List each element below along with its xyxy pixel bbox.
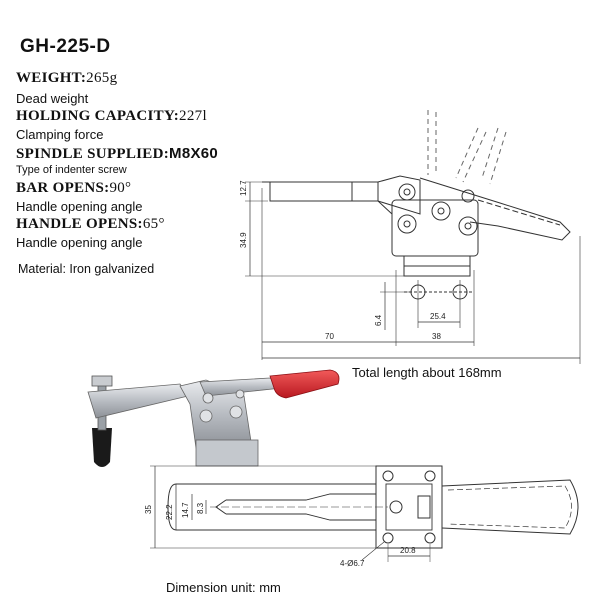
dim-14-7: 14.7 [181,502,190,518]
spindle-value: M8X60 [169,145,219,162]
handle-heading: HANDLE OPENS:65° [16,216,165,233]
handle-value: 65° [142,216,165,232]
dim-6-4: 6.4 [374,314,383,326]
weight-value: 265g [86,70,118,86]
dim-8-3: 8.3 [196,502,205,514]
material-note: Material: Iron galvanized [18,262,155,276]
bar-label: BAR OPENS: [16,180,110,196]
capacity-heading: HOLDING CAPACITY:227l [16,108,207,125]
rubber-tip [92,428,112,467]
dim-38: 38 [432,332,441,341]
dim-25-4: 25.4 [430,312,446,321]
top-base [375,465,443,549]
top-view-drawing [150,465,579,562]
top-view-dimension-labels: 35 22.2 14.7 8.3 4-Ø6.7 20.8 [144,502,416,568]
pivot-pins [397,183,478,236]
open-position-lines [427,110,507,185]
dim-34-9: 34.9 [239,232,248,248]
clamp-body [391,199,479,257]
dim-35: 35 [144,505,153,514]
spindle-sub: Type of indenter screw [16,164,127,176]
bar-heading: BAR OPENS:90° [16,180,131,197]
dim-12-7: 12.7 [239,180,248,196]
spindle-label: SPINDLE SUPPLIED: [16,146,170,162]
side-view-drawing [245,110,581,364]
side-view-dimension-labels: 12.7 34.9 6.4 25.4 70 38 [239,180,446,341]
spindle-heading: SPINDLE SUPPLIED:M8X60 [16,145,218,163]
total-length-note: Total length about 168mm [352,365,502,380]
dimension-unit-note: Dimension unit: mm [166,580,281,595]
capacity-value: 227l [179,108,207,124]
weight-sub: Dead weight [16,91,89,106]
capacity-sub: Clamping force [16,127,104,142]
clamp-bar [269,181,379,202]
handle-outline [419,177,571,241]
bar-value: 90° [109,180,132,196]
photo-red-handle [269,369,340,399]
dim-hole-spec: 4-Ø6.7 [340,559,365,568]
photo-base [195,439,259,467]
product-photo [87,369,340,467]
bar-sub: Handle opening angle [16,199,143,214]
weight-heading: WEIGHT:265g [16,70,117,87]
handle-label: HANDLE OPENS: [16,216,143,232]
dim-70: 70 [325,332,334,341]
model-title: GH-225-D [20,36,111,57]
dim-22-2: 22.2 [165,504,174,520]
dim-20-8: 20.8 [400,546,416,555]
weight-label: WEIGHT: [16,70,87,86]
top-handle [441,479,579,535]
capacity-label: HOLDING CAPACITY: [16,108,180,124]
handle-sub: Handle opening angle [16,235,143,250]
